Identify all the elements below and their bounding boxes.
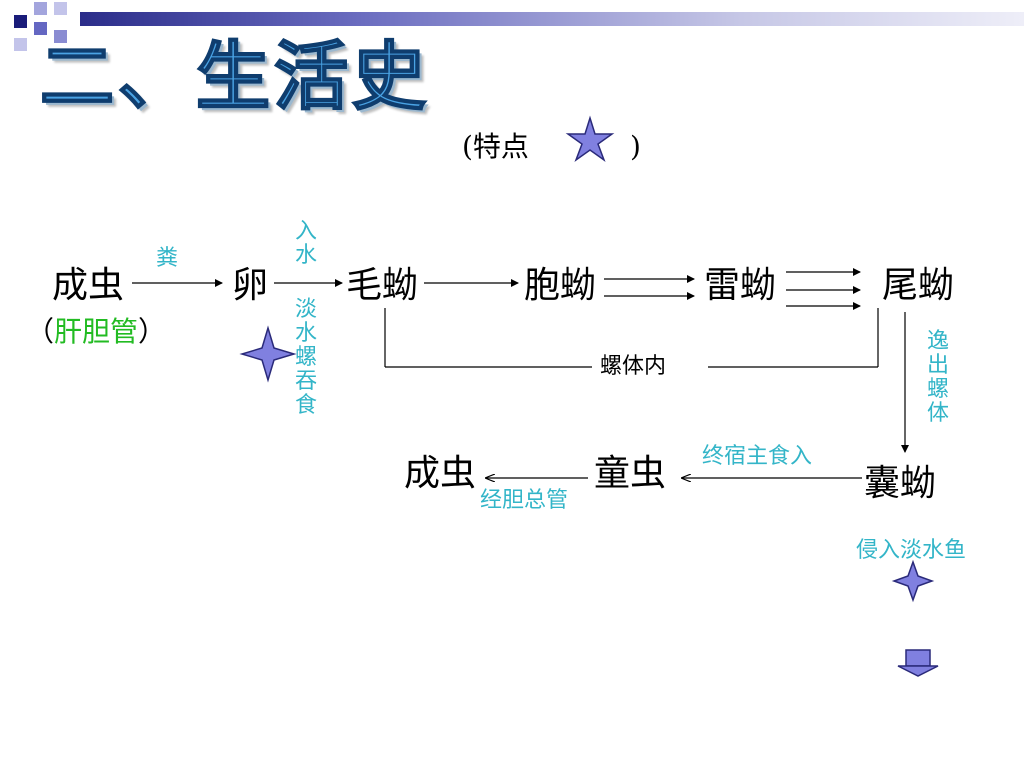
node-egg: 卵 — [232, 265, 269, 306]
invade-fish-label: 侵入淡水鱼 — [856, 538, 967, 563]
escape-snail-label: 逸出螺体 — [926, 329, 949, 426]
bile-duct-label: （肝胆管） — [26, 315, 167, 348]
node-redia: 雷蚴 — [704, 265, 777, 306]
sparkle-star-icon — [239, 325, 297, 383]
slide-title: 二、生活史 — [39, 34, 430, 120]
node-adult-worm: 成虫 — [52, 265, 125, 306]
swallowed-by-snail-label: 淡水螺吞食 — [294, 297, 317, 418]
node-juvenile: 童虫 — [594, 453, 667, 494]
feature-note-close: ) — [630, 130, 641, 163]
eaten-by-host-label: 终宿主食入 — [702, 444, 813, 469]
arrows-sporocyst-to-redia — [604, 275, 695, 300]
node-adult-worm-2: 成虫 — [404, 453, 477, 494]
inside-snail-label: 螺体内 — [600, 354, 667, 379]
enter-water-label: 入水 — [294, 219, 317, 268]
header-bar — [80, 12, 1024, 26]
next-arrow-icon — [897, 649, 939, 677]
node-sporocyst: 胞蚴 — [524, 265, 597, 306]
sparkle-star-icon-2 — [891, 559, 935, 603]
corner-squares-decoration — [0, 0, 80, 60]
node-miracidium: 毛蚴 — [346, 265, 419, 306]
inside-snail-bracket — [384, 308, 879, 368]
arrows-redia-to-cercaria — [786, 268, 861, 310]
feature-note-open: (特点 — [462, 130, 529, 163]
star-icon — [565, 115, 615, 163]
via-common-bile-duct-label: 经胆总管 — [480, 488, 569, 513]
node-metacercaria: 囊蚴 — [864, 463, 937, 504]
feces-label: 粪 — [156, 246, 179, 271]
node-cercaria: 尾蚴 — [882, 265, 955, 306]
